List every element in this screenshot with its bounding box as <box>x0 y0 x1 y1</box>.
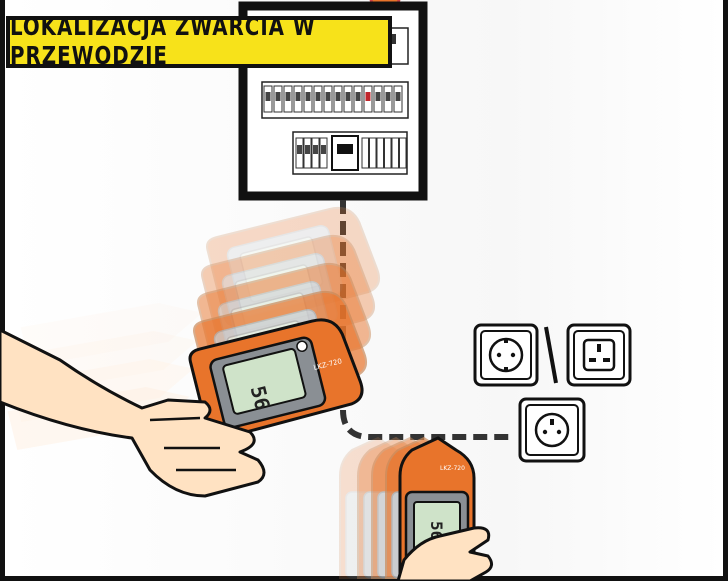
breaker-module <box>384 137 392 169</box>
transmitter-model-label: LKZ-720 <box>440 465 465 472</box>
breaker-module <box>369 137 377 169</box>
breaker-module <box>391 137 399 169</box>
breaker-toggle <box>285 92 291 101</box>
breaker-toggle <box>315 92 321 101</box>
page-title: LOKALIZACJA ZWARCIA W PRZEWODZIE <box>10 13 316 71</box>
breaker-toggle <box>375 92 381 101</box>
breaker-toggle <box>335 92 341 101</box>
breaker-toggle <box>265 92 271 101</box>
title-banner: LOKALIZACJA ZWARCIA W PRZEWODZIE <box>6 13 392 71</box>
breaker-module <box>376 137 384 169</box>
breaker-toggle <box>345 92 351 101</box>
receiver-reading: 56 <box>246 383 275 412</box>
breaker-toggle <box>275 92 281 101</box>
breaker-module <box>361 137 369 169</box>
breaker-toggle <box>295 92 301 101</box>
receiver-meter: 56 LKZ-720 <box>188 318 364 440</box>
separator-slash <box>544 326 558 384</box>
breaker-toggle <box>355 92 361 101</box>
breaker-toggle <box>395 92 401 101</box>
left-hand <box>0 328 266 498</box>
socket-french-icon <box>518 397 586 463</box>
breaker-module <box>399 137 407 169</box>
breaker-toggle <box>385 92 391 101</box>
socket-schuko-icon <box>473 323 539 387</box>
breaker-row-3 <box>292 131 408 175</box>
breaker-row-2 <box>261 81 409 119</box>
tripped-breaker-toggle <box>365 92 371 101</box>
socket-uk-icon <box>566 323 632 387</box>
breaker-toggle <box>325 92 331 101</box>
right-hand <box>396 526 493 581</box>
breaker-toggle <box>305 92 311 101</box>
